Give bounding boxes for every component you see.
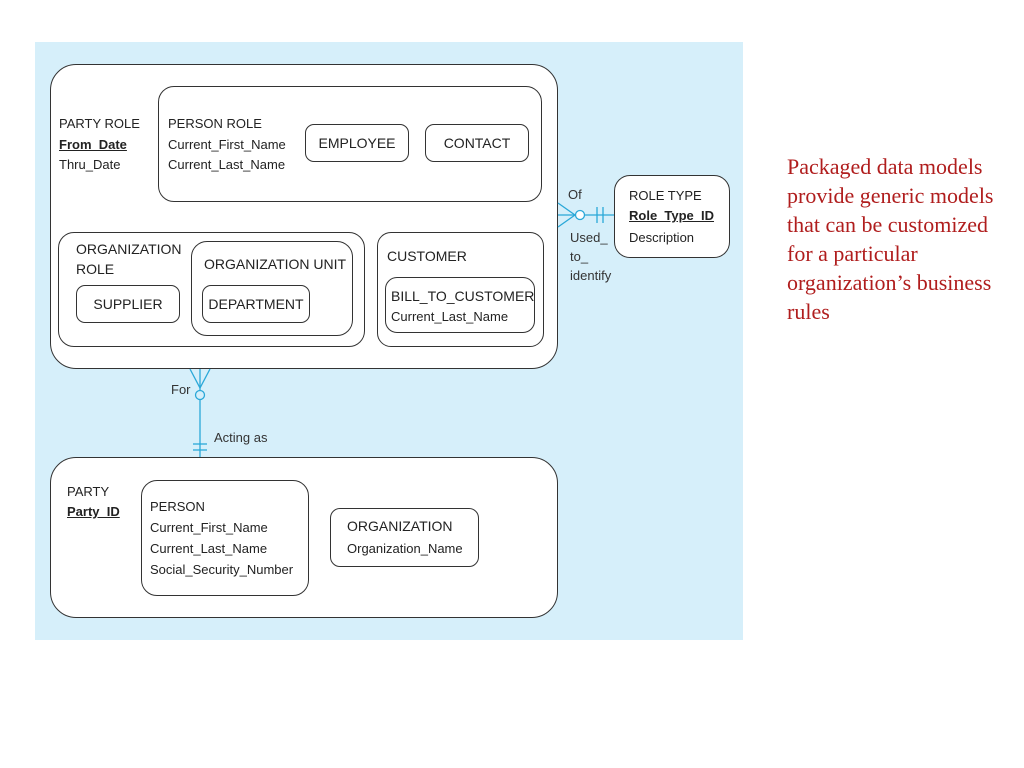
packaged-data-models-note: Packaged data models provide generic mod… [787, 154, 994, 324]
organization-unit-title: ORGANIZATION UNIT [204, 256, 347, 272]
person-subtype [141, 480, 309, 596]
role-type-attr: Description [629, 230, 695, 245]
person-attr-2: Current_Last_Name [150, 541, 268, 556]
party-key-attr: Party_ID [67, 504, 120, 519]
role-type-title: ROLE TYPE [629, 188, 702, 203]
organization-attr: Organization_Name [347, 541, 463, 556]
organization-role-title-line-2: ROLE [76, 261, 115, 277]
relationship-label-of: Of [568, 187, 582, 202]
party-role-title: PARTY ROLE [59, 116, 140, 131]
optional-circle-vertical [194, 389, 206, 401]
role-type-key-attr: Role_Type_ID [629, 208, 715, 223]
relationship-label-acting-as: Acting as [214, 430, 268, 445]
organization-title: ORGANIZATION [347, 518, 453, 534]
relationship-label-used-2: to_ [570, 249, 589, 264]
bill-to-customer-title: BILL_TO_CUSTOMER [391, 288, 535, 304]
organization-role-title-line-1: ORGANIZATION [76, 241, 182, 257]
relationship-label-used-1: Used_ [570, 230, 608, 245]
bill-to-customer-attr: Current_Last_Name [391, 309, 509, 324]
party-role-attr: Thru_Date [59, 157, 121, 172]
customer-title: CUSTOMER [387, 248, 467, 264]
bill-to-customer-subtype [385, 277, 535, 333]
crows-foot-right [199, 368, 211, 389]
supplier-subtype: SUPPLIER [76, 285, 180, 323]
crows-foot-upper [557, 202, 576, 216]
party-title: PARTY [67, 484, 110, 499]
person-attr-3: Social_Security_Number [150, 562, 294, 577]
relationship-label-used-3: identify [570, 268, 612, 283]
employee-subtype: EMPLOYEE [305, 124, 409, 162]
relationship-label-for: For [171, 382, 191, 397]
contact-subtype: CONTACT [425, 124, 529, 162]
person-title: PERSON [150, 499, 205, 514]
role-type-entity [614, 175, 730, 258]
person-role-attr-1: Current_First_Name [168, 137, 286, 152]
department-subtype: DEPARTMENT [202, 285, 310, 323]
crows-foot-lower [557, 214, 576, 228]
crows-foot-left [189, 368, 201, 389]
optional-circle [574, 209, 586, 221]
party-role-key-attr: From_Date [59, 137, 127, 152]
person-role-attr-2: Current_Last_Name [168, 157, 286, 172]
person-attr-1: Current_First_Name [150, 520, 268, 535]
organization-subtype [330, 508, 479, 567]
person-role-title: PERSON ROLE [168, 116, 262, 131]
